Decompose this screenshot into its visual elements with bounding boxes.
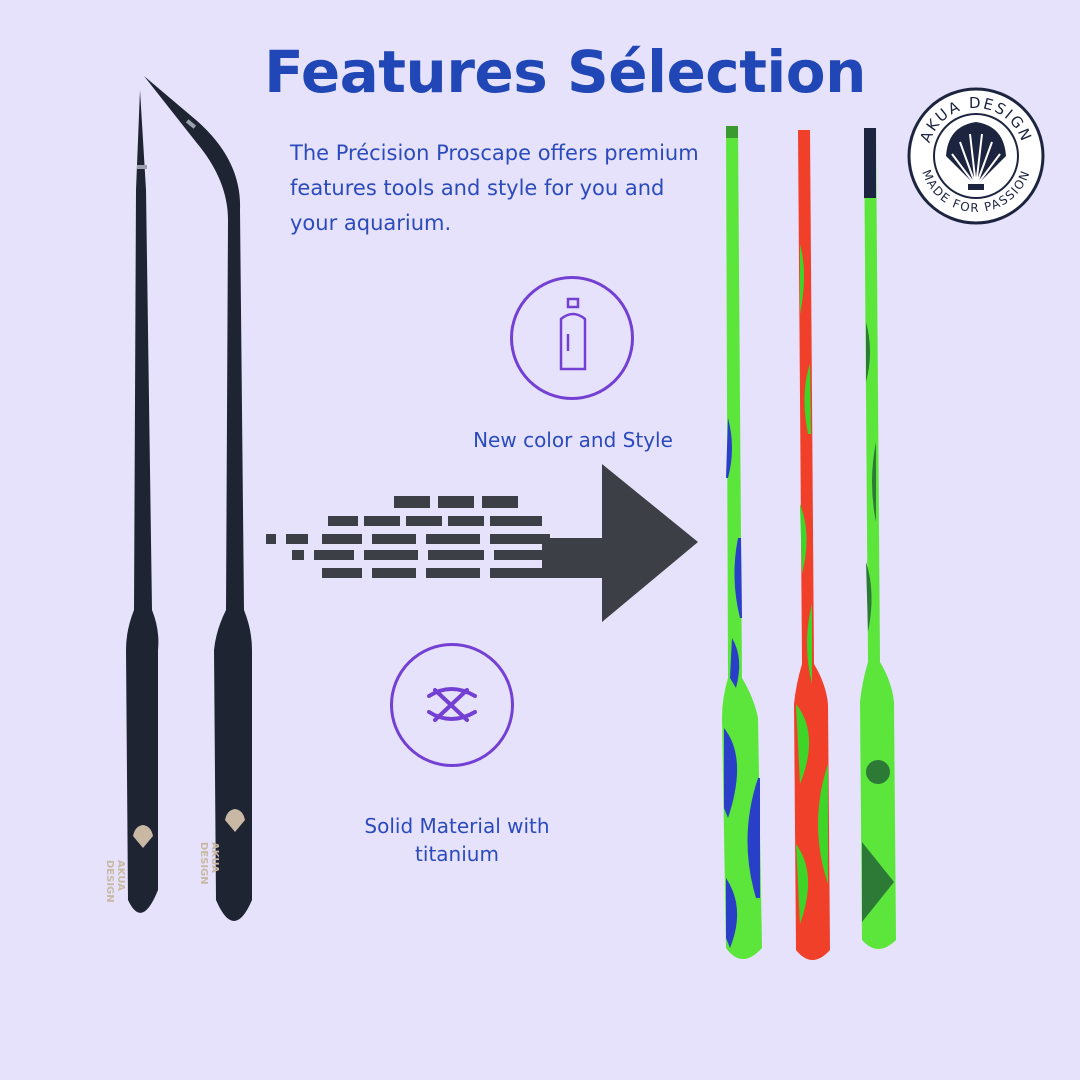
shell-icon bbox=[133, 809, 245, 848]
shell-icon bbox=[946, 122, 1006, 190]
tool-imprint-right: AKUA DESIGN bbox=[198, 842, 220, 922]
arrow-graphic bbox=[262, 458, 702, 628]
green-blue-tweezer bbox=[698, 118, 778, 968]
woven-fiber-icon bbox=[427, 687, 477, 722]
description-text: The Précision Proscape offers premium fe… bbox=[290, 141, 699, 235]
imprint-line1: AKUA bbox=[115, 860, 126, 891]
imprint-line2: DESIGN bbox=[198, 842, 209, 885]
spray-can-icon bbox=[559, 297, 587, 371]
imprint-line2: DESIGN bbox=[104, 860, 115, 903]
tool-imprint-left: AKUA DESIGN bbox=[104, 860, 126, 940]
brand-logo: AKUA DESIGN MADE FOR PASSION bbox=[906, 86, 1046, 226]
imprint-line1: AKUA bbox=[209, 842, 220, 873]
red-green-tweezer bbox=[778, 124, 848, 970]
feature-label-style: New color and Style bbox=[473, 428, 673, 452]
green-pattern-tweezer bbox=[846, 122, 916, 958]
black-tweezers: AKUA DESIGN AKUA DESIGN bbox=[100, 70, 300, 950]
feature-icon-ring-style bbox=[510, 276, 634, 400]
feature-icon-ring-material bbox=[390, 643, 514, 767]
feature-label-material: Solid Material with titanium bbox=[364, 814, 550, 866]
page-title: Features Sélection bbox=[264, 38, 866, 106]
